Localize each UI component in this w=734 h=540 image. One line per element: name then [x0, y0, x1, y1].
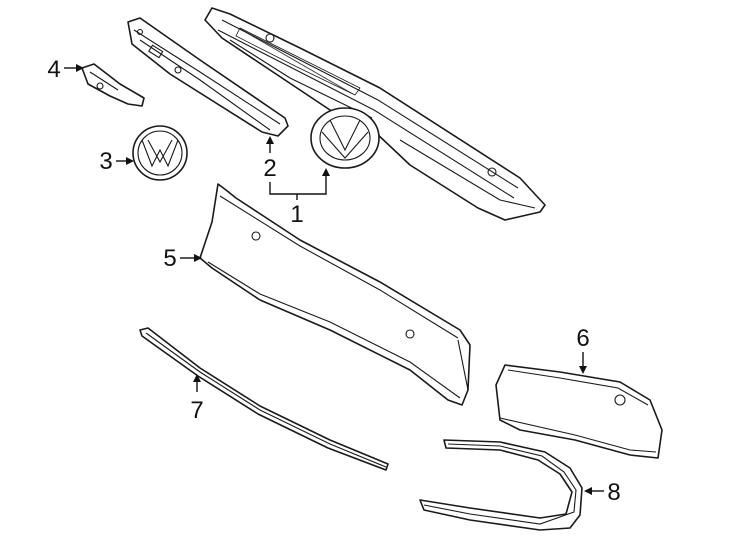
- emblem-part: [132, 125, 188, 181]
- callout-1: 1: [290, 201, 303, 228]
- upper-grille-part: [204, 7, 546, 221]
- callout-labels: 1 2 3 4 5 6 7 8: [47, 56, 620, 506]
- leader-arrow-7: [193, 374, 201, 382]
- leader-lines: [64, 64, 604, 495]
- leader-arrow-3: [126, 157, 134, 165]
- side-grille-insert-part: [495, 364, 663, 459]
- lower-grille-part: [199, 183, 471, 406]
- leader-arrow-6: [579, 366, 587, 374]
- bracket-clip-part: [81, 63, 145, 107]
- callout-8: 8: [607, 479, 620, 506]
- leader-arrow-8: [584, 487, 592, 495]
- callout-3: 3: [99, 148, 112, 175]
- callout-2: 2: [263, 155, 276, 182]
- callout-5: 5: [163, 245, 176, 272]
- lower-trim-strip-part: [139, 327, 389, 471]
- callout-4: 4: [47, 56, 60, 83]
- leader-arrow-5: [194, 254, 202, 262]
- callout-6: 6: [576, 325, 589, 352]
- leader-arrow-2: [266, 136, 274, 144]
- leader-arrow-4: [76, 64, 84, 72]
- leader-line-1: [269, 174, 327, 195]
- leader-arrow-1: [322, 168, 330, 176]
- curved-molding-part: [419, 439, 583, 531]
- callout-7: 7: [190, 397, 203, 424]
- carrier-bracket-part: [127, 17, 289, 137]
